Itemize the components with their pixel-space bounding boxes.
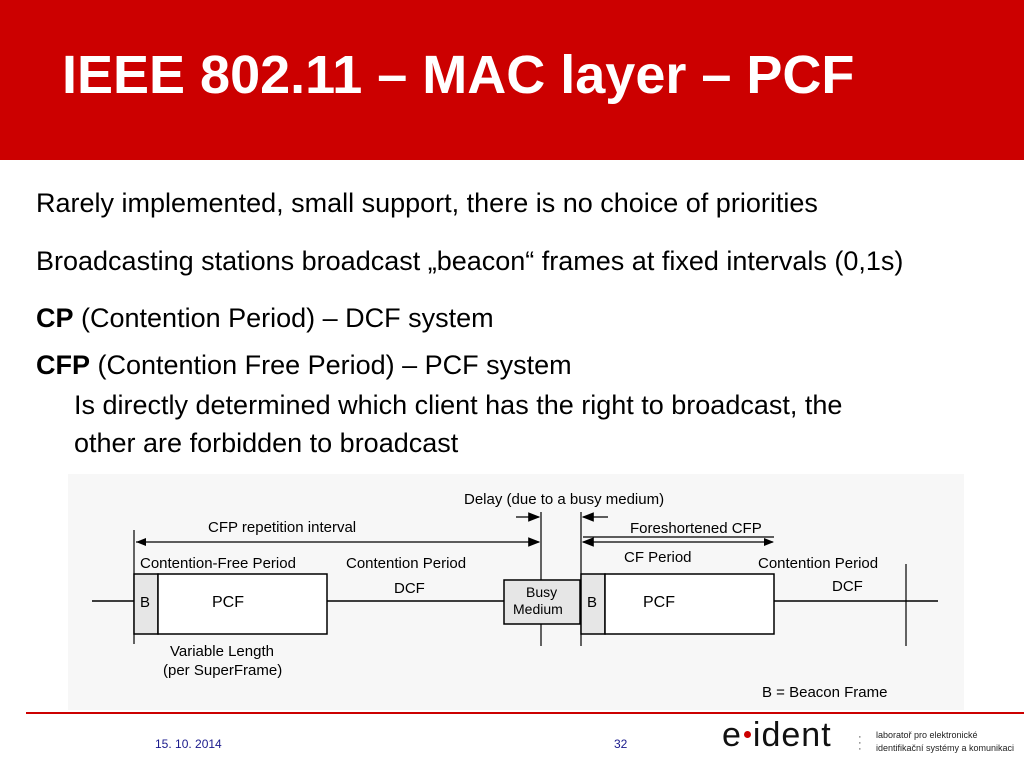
slide-title: IEEE 802.11 – MAC layer – PCF [62,45,855,105]
logo-separator-icon: ··· [858,731,862,755]
bullet-text: Rarely implemented, small support, there… [36,188,818,218]
cfp-repetition-label: CFP repetition interval [208,519,356,536]
contention-period-label-2: Contention Period [758,555,878,572]
bullet-text: (Contention Free Period) – PCF system [90,350,572,380]
dcf-label-1: DCF [394,580,425,597]
sub-bullet-line-2: other are forbidden to broadcast [74,428,459,458]
variable-length-line-1: Variable Length [170,643,274,660]
bullet-text: Broadcasting stations broadcast „beacon“… [36,246,904,276]
busy-label-line-1: Busy [526,584,557,600]
busy-label-line-2: Medium [513,601,563,617]
busy-medium-block [503,579,581,625]
bullet-beacon-frames: Broadcasting stations broadcast „beacon“… [36,246,903,277]
contention-period-label-1: Contention Period [346,555,466,572]
bullet-text: (Contention Period) – DCF system [73,303,494,333]
foreshortened-label: Foreshortened CFP [630,520,762,537]
pcf-label-1: PCF [212,594,244,611]
delay-label: Delay (due to a busy medium) [464,491,664,508]
lab-caption-line-2: identifikační systémy a komunikaci [876,743,1015,753]
logo-left: e [722,716,742,754]
footer-divider [26,712,1024,714]
footer-date: 15. 10. 2014 [155,737,222,751]
bullet-cp: CP (Contention Period) – DCF system [36,303,494,334]
beacon-label-2: B [587,594,597,611]
bullet-cfp: CFP (Contention Free Period) – PCF syste… [36,350,572,381]
lab-caption-line-1: laboratoř pro elektronické [876,730,978,740]
cfp-repetition-arrow-tail [136,538,146,546]
bullet-term: CP [36,303,74,333]
beacon-label-1: B [140,594,150,611]
dcf-label-2: DCF [832,578,863,595]
pcf-timing-diagram: CFP repetition interval Delay (due to a … [92,491,938,701]
beacon-frame-1 [133,573,159,635]
cf-period-arrow-tail [764,538,774,546]
title-bar [0,0,1024,160]
page-number: 32 [614,737,628,751]
lab-caption: laboratoř pro elektronické identifikační… [876,729,1014,755]
pcf-block-1 [157,573,328,635]
beacon-frame-legend: B = Beacon Frame [762,684,887,701]
contention-free-period-label: Contention-Free Period [140,555,296,572]
pcf-block-2 [604,573,775,635]
sub-bullet-line-1: Is directly determined which client has … [74,390,843,420]
cf-period-label: CF Period [624,549,692,566]
logo-red-dot-icon [743,730,751,738]
logo-right: ident [752,716,832,754]
pcf-label-2: PCF [643,594,675,611]
bullet-term: CFP [36,350,90,380]
variable-length-line-2: (per SuperFrame) [163,662,282,679]
bullet-rarely-implemented: Rarely implemented, small support, there… [36,188,818,219]
